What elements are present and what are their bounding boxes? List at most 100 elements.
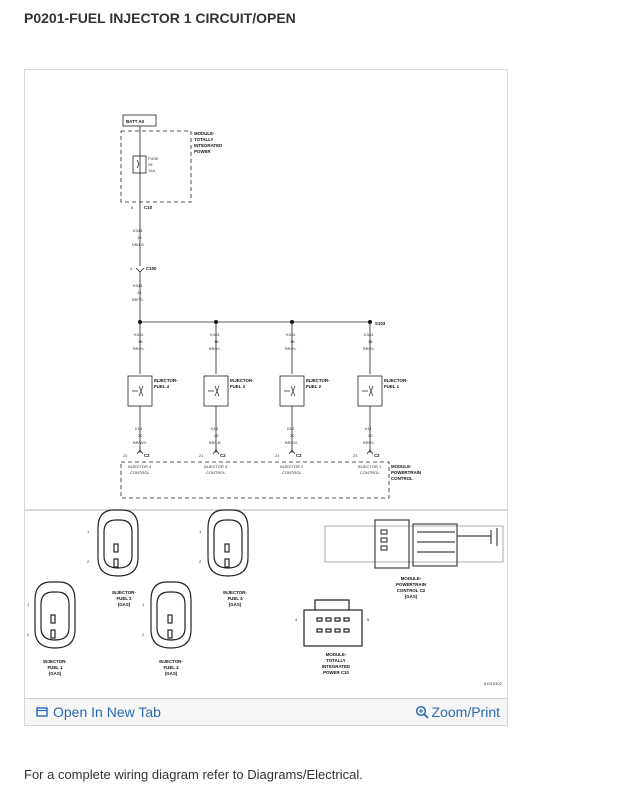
inj2-view-label: INJECTOR- FUEL 2 (GAS) bbox=[112, 590, 136, 607]
svg-text:TOTALLY: TOTALLY bbox=[194, 137, 214, 142]
svg-text:BR/YL: BR/YL bbox=[363, 440, 375, 445]
svg-text:18: 18 bbox=[138, 339, 143, 344]
svg-text:2: 2 bbox=[87, 559, 90, 564]
svg-text:C2: C2 bbox=[144, 453, 150, 458]
injector-label: INJECTOR- bbox=[230, 378, 254, 383]
svg-text:18: 18 bbox=[290, 339, 295, 344]
svg-text:INTEGRATED: INTEGRATED bbox=[194, 143, 222, 148]
svg-text:MODULE-: MODULE- bbox=[391, 464, 412, 469]
injector-label: INJECTOR- bbox=[306, 378, 330, 383]
svg-text:CONTROL: CONTROL bbox=[360, 470, 380, 475]
wiring-diagram-card: BATT A0 MODULE- TOTALLY INTEGRATED POWER… bbox=[24, 69, 508, 726]
diagram-ref-number: 81010302 bbox=[484, 681, 503, 686]
svg-text:K12: K12 bbox=[287, 426, 295, 431]
svg-text:K343: K343 bbox=[286, 332, 296, 337]
svg-text:FUEL 1: FUEL 1 bbox=[384, 384, 400, 389]
svg-text:2: 2 bbox=[27, 632, 30, 637]
injector-symbol bbox=[357, 375, 383, 407]
injector-fuel-4-connector-view bbox=[207, 509, 249, 577]
svg-text:INJECTOR 4: INJECTOR 4 bbox=[128, 464, 152, 469]
svg-text:INJECTOR-: INJECTOR- bbox=[43, 659, 67, 664]
svg-text:20: 20 bbox=[138, 433, 143, 438]
svg-text:INJECTOR-: INJECTOR- bbox=[159, 659, 183, 664]
svg-text:FUEL 4: FUEL 4 bbox=[154, 384, 170, 389]
tipm-c10-view-label: MODULE- TOTALLY INTEGRATED POWER C10 bbox=[322, 652, 350, 675]
svg-text:18: 18 bbox=[137, 235, 142, 240]
svg-text:4: 4 bbox=[295, 617, 298, 622]
svg-text:26: 26 bbox=[148, 162, 153, 167]
pcm-label: MODULE- POWERTRAIN CONTROL bbox=[391, 464, 421, 481]
svg-text:1: 1 bbox=[87, 529, 90, 534]
open-in-new-tab-link[interactable]: Open In New Tab bbox=[36, 704, 161, 720]
svg-text:BR/WH: BR/WH bbox=[133, 440, 146, 445]
wire-lower-label: K343 18 BR/YL bbox=[132, 283, 144, 302]
svg-text:DB/LG: DB/LG bbox=[132, 242, 144, 247]
c10-label: C10 bbox=[144, 205, 153, 210]
svg-text:POWERTRAIN: POWERTRAIN bbox=[396, 582, 426, 587]
svg-text:FUSE: FUSE bbox=[148, 156, 159, 161]
svg-text:15A: 15A bbox=[148, 168, 155, 173]
svg-text:CONTROL C2: CONTROL C2 bbox=[397, 588, 426, 593]
svg-text:2: 2 bbox=[199, 559, 202, 564]
injector-label: INJECTOR- bbox=[154, 378, 178, 383]
svg-text:(GAS): (GAS) bbox=[165, 671, 178, 676]
zoom-icon bbox=[415, 705, 429, 719]
svg-text:18: 18 bbox=[137, 290, 142, 295]
injector-fuel-3-connector-view bbox=[150, 581, 192, 649]
svg-text:INJECTOR-: INJECTOR- bbox=[112, 590, 136, 595]
tipm-dashed-box bbox=[120, 130, 192, 203]
zoom-print-link[interactable]: Zoom/Print bbox=[415, 704, 500, 720]
svg-text:K343: K343 bbox=[364, 332, 374, 337]
injector-fuel-2-connector-view bbox=[97, 509, 139, 577]
pcm-c2-connector-view bbox=[324, 519, 504, 569]
svg-text:POWER C10: POWER C10 bbox=[323, 670, 349, 675]
zoom-print-label: Zoom/Print bbox=[431, 704, 500, 720]
injector-label: INJECTOR- bbox=[384, 378, 408, 383]
svg-text:INTEGRATED: INTEGRATED bbox=[322, 664, 350, 669]
svg-text:CONTROL: CONTROL bbox=[391, 476, 413, 481]
svg-text:1: 1 bbox=[199, 529, 202, 534]
svg-text:20: 20 bbox=[214, 433, 219, 438]
svg-text:BR/YL: BR/YL bbox=[132, 297, 144, 302]
c10-pin: 5 bbox=[131, 205, 134, 210]
svg-text:FUEL 3: FUEL 3 bbox=[163, 665, 179, 670]
svg-text:BR/YL: BR/YL bbox=[285, 346, 297, 351]
svg-text:18: 18 bbox=[214, 339, 219, 344]
svg-text:K343: K343 bbox=[133, 228, 143, 233]
svg-text:K343: K343 bbox=[134, 332, 144, 337]
svg-text:(GAS): (GAS) bbox=[49, 671, 62, 676]
pcm-dashed-box bbox=[120, 461, 390, 499]
svg-text:C2: C2 bbox=[296, 453, 302, 458]
batt-label: BATT A0 bbox=[126, 119, 145, 124]
tipm-label: MODULE- TOTALLY INTEGRATED POWER bbox=[194, 131, 222, 154]
injector-symbol bbox=[203, 375, 229, 407]
connector-view-pin-labels: 1 2 1 2 1 2 1 2 4 5 bbox=[27, 529, 370, 637]
svg-text:FUEL 2: FUEL 2 bbox=[306, 384, 322, 389]
svg-text:BR/YL: BR/YL bbox=[363, 346, 375, 351]
tipm-c10-connector-view bbox=[303, 599, 363, 647]
pcm-c2-view-label: MODULE- POWERTRAIN CONTROL C2 (GAS) bbox=[396, 576, 426, 599]
svg-text:23: 23 bbox=[353, 453, 358, 458]
svg-text:C2: C2 bbox=[220, 453, 226, 458]
svg-text:C2: C2 bbox=[374, 453, 380, 458]
open-in-new-tab-label: Open In New Tab bbox=[53, 704, 161, 720]
wiring-diagram-image[interactable]: BATT A0 MODULE- TOTALLY INTEGRATED POWER… bbox=[25, 70, 507, 699]
splice-label: S103 bbox=[375, 321, 386, 326]
svg-text:CONTROL: CONTROL bbox=[282, 470, 302, 475]
svg-text:K14: K14 bbox=[135, 426, 143, 431]
svg-text:2: 2 bbox=[142, 632, 145, 637]
c100-pin: 4 bbox=[130, 266, 133, 271]
svg-text:INJECTOR-: INJECTOR- bbox=[223, 590, 247, 595]
svg-text:K11: K11 bbox=[365, 426, 373, 431]
svg-text:INJECTOR 1: INJECTOR 1 bbox=[358, 464, 382, 469]
svg-text:BR/YL: BR/YL bbox=[209, 346, 221, 351]
wiring-diagram-svg: BATT A0 MODULE- TOTALLY INTEGRATED POWER… bbox=[25, 114, 507, 686]
svg-text:FUEL 4: FUEL 4 bbox=[227, 596, 243, 601]
svg-text:20: 20 bbox=[290, 433, 295, 438]
svg-text:20: 20 bbox=[368, 433, 373, 438]
fuse-label: FUSE 26 15A bbox=[148, 156, 159, 173]
svg-text:1: 1 bbox=[142, 602, 145, 607]
